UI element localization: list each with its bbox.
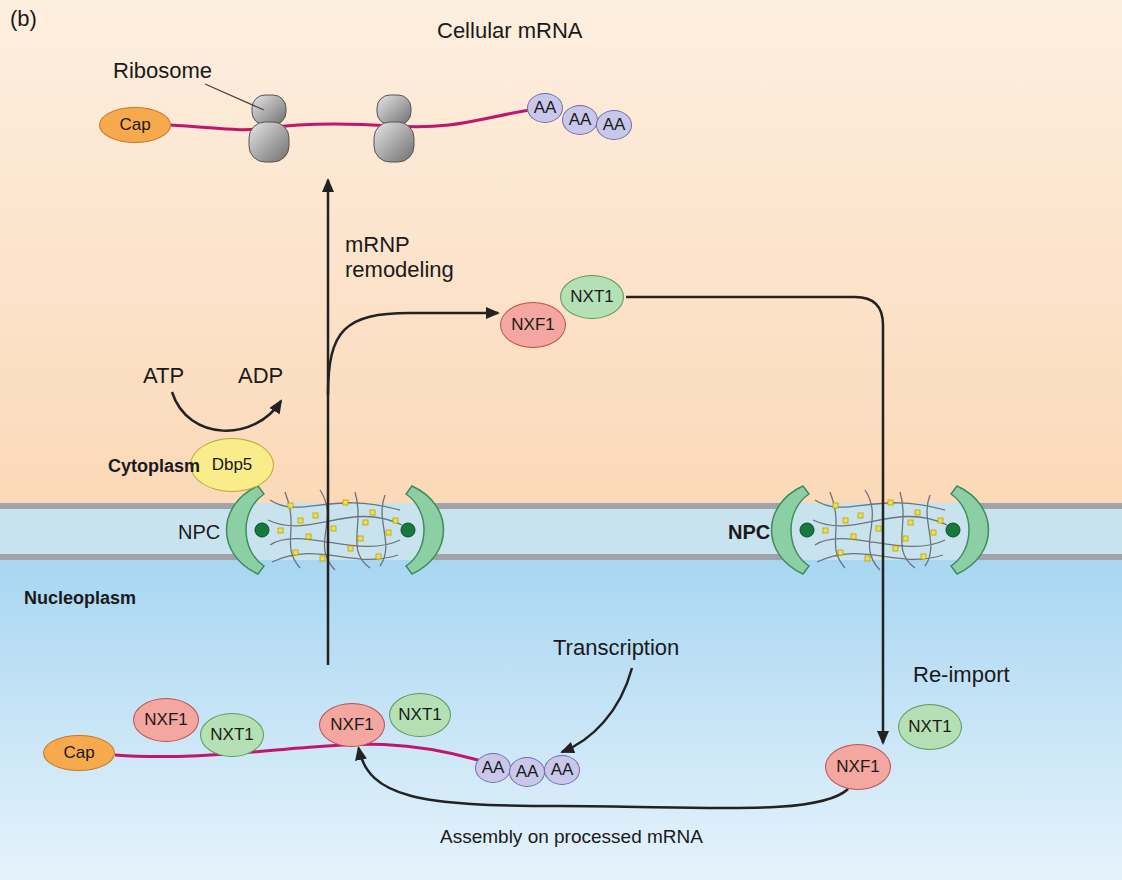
node-text: AA (534, 98, 557, 118)
node-text: NXF1 (511, 315, 554, 335)
node-text: Cap (63, 743, 94, 763)
poly-a-node: AA (475, 753, 511, 783)
nucleoplasm-region (0, 560, 1122, 880)
node-text: AA (516, 762, 539, 782)
node-text: NXT1 (908, 717, 951, 737)
node-text: AA (551, 760, 574, 780)
cap-node: Cap (99, 107, 171, 143)
molecule-label: ADP (238, 363, 283, 388)
part-label: Cellular mRNA (437, 18, 582, 43)
edge-label: Assembly on processed mRNA (440, 826, 703, 848)
process-label: mRNP remodeling (345, 232, 470, 283)
release-arrow (328, 313, 498, 395)
process-label: Transcription (553, 635, 679, 660)
node-text: NXT1 (570, 287, 613, 307)
nuclear-pore-complex (227, 486, 444, 574)
poly-a-node: AA (596, 110, 632, 140)
nxf1-protein: NXF1 (133, 698, 199, 742)
node-text: NXF1 (144, 710, 187, 730)
poly-a-node: AA (527, 93, 563, 123)
part-label: NPC (178, 521, 220, 544)
node-text: AA (482, 758, 505, 778)
region-label: Cytoplasm (108, 456, 200, 477)
node-text: NXT1 (210, 725, 253, 745)
node-text: AA (569, 110, 592, 130)
flow-arrow (626, 297, 883, 743)
atp-hydrolysis-arrow (172, 392, 281, 431)
node-text: NXF1 (330, 715, 373, 735)
region-label: Nucleoplasm (24, 588, 136, 609)
nxt1-protein: NXT1 (898, 704, 962, 750)
mrna-strand (170, 110, 530, 130)
mrna-strand (115, 744, 478, 760)
cytoplasm-region (0, 0, 1122, 505)
node-text: NXT1 (398, 705, 441, 725)
flow-arrow (359, 748, 848, 808)
nxt1-protein: NXT1 (560, 275, 624, 319)
poly-a-node: AA (544, 755, 580, 785)
ribosome (374, 95, 414, 162)
edge-label: Re-import (913, 662, 1010, 687)
nxt1-protein: NXT1 (200, 713, 264, 757)
molecule-label: ATP (143, 363, 184, 388)
node-text: Cap (119, 115, 150, 135)
transcription-arrow (562, 668, 632, 752)
nxf1-protein: NXF1 (319, 703, 385, 747)
nxt1-protein: NXT1 (389, 693, 451, 737)
nxf1-protein: NXF1 (825, 744, 891, 790)
part-label: Ribosome (113, 58, 212, 83)
dbp5-protein: Dbp5 (190, 438, 274, 492)
nuclear-pore-complex (772, 486, 989, 574)
nxf1-protein: NXF1 (500, 302, 566, 348)
leader-line (205, 84, 264, 110)
cap-node: Cap (43, 735, 115, 771)
node-text: NXF1 (836, 757, 879, 777)
node-text: Dbp5 (212, 455, 253, 475)
poly-a-node: AA (509, 757, 545, 787)
poly-a-node: AA (562, 105, 598, 135)
export-arrow (327, 180, 330, 665)
panel-letter: (b) (10, 6, 37, 31)
node-text: AA (603, 115, 626, 135)
part-label: NPC (728, 521, 770, 544)
ribosome (249, 95, 289, 162)
